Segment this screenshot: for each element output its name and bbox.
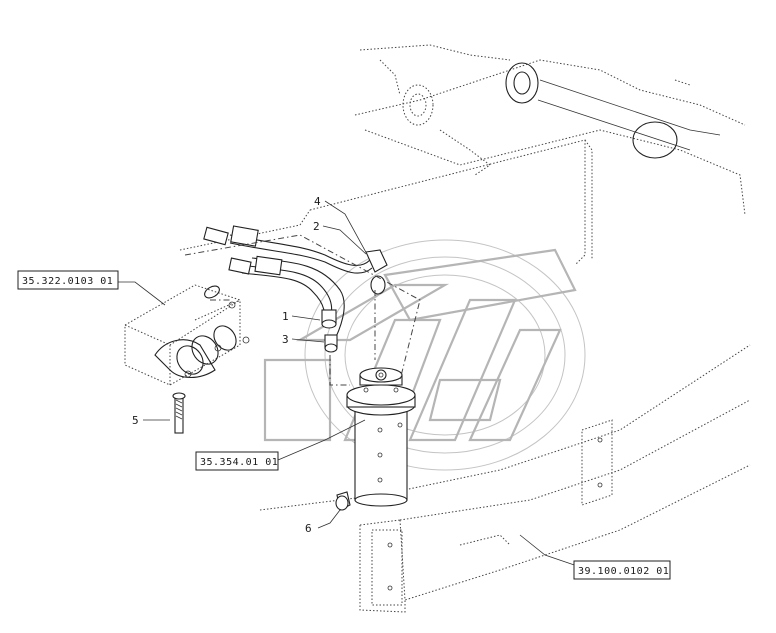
swivel-joint [346, 367, 416, 507]
chassis-frame [259, 344, 751, 613]
leader-lines [118, 200, 587, 570]
reference-code-a: 35.322.0103 01 [22, 276, 113, 287]
reference-label-a[interactable]: 35.322.0103 01 [17, 270, 119, 290]
hydraulic-hoses [184, 225, 421, 386]
callout-3: 3 [282, 333, 289, 346]
reference-code-c: 39.100.0102 01 [578, 566, 669, 577]
callout-1: 1 [282, 310, 289, 323]
reference-code-b: 35.354.01 01 [200, 457, 278, 468]
callout-5: 5 [132, 414, 139, 427]
bolt-part [172, 392, 186, 434]
callout-2: 2 [313, 220, 320, 233]
plug-fitting-part [335, 491, 351, 511]
boom-frame [354, 44, 746, 216]
callout-4: 4 [314, 195, 321, 208]
slewing-plate [179, 139, 593, 266]
brand-logo-watermark-icon [263, 239, 586, 471]
callout-6: 6 [305, 522, 312, 535]
reference-label-c[interactable]: 39.100.0102 01 [573, 560, 671, 580]
reference-label-b[interactable]: 35.354.01 01 [195, 451, 279, 471]
control-valve-block [124, 284, 250, 386]
